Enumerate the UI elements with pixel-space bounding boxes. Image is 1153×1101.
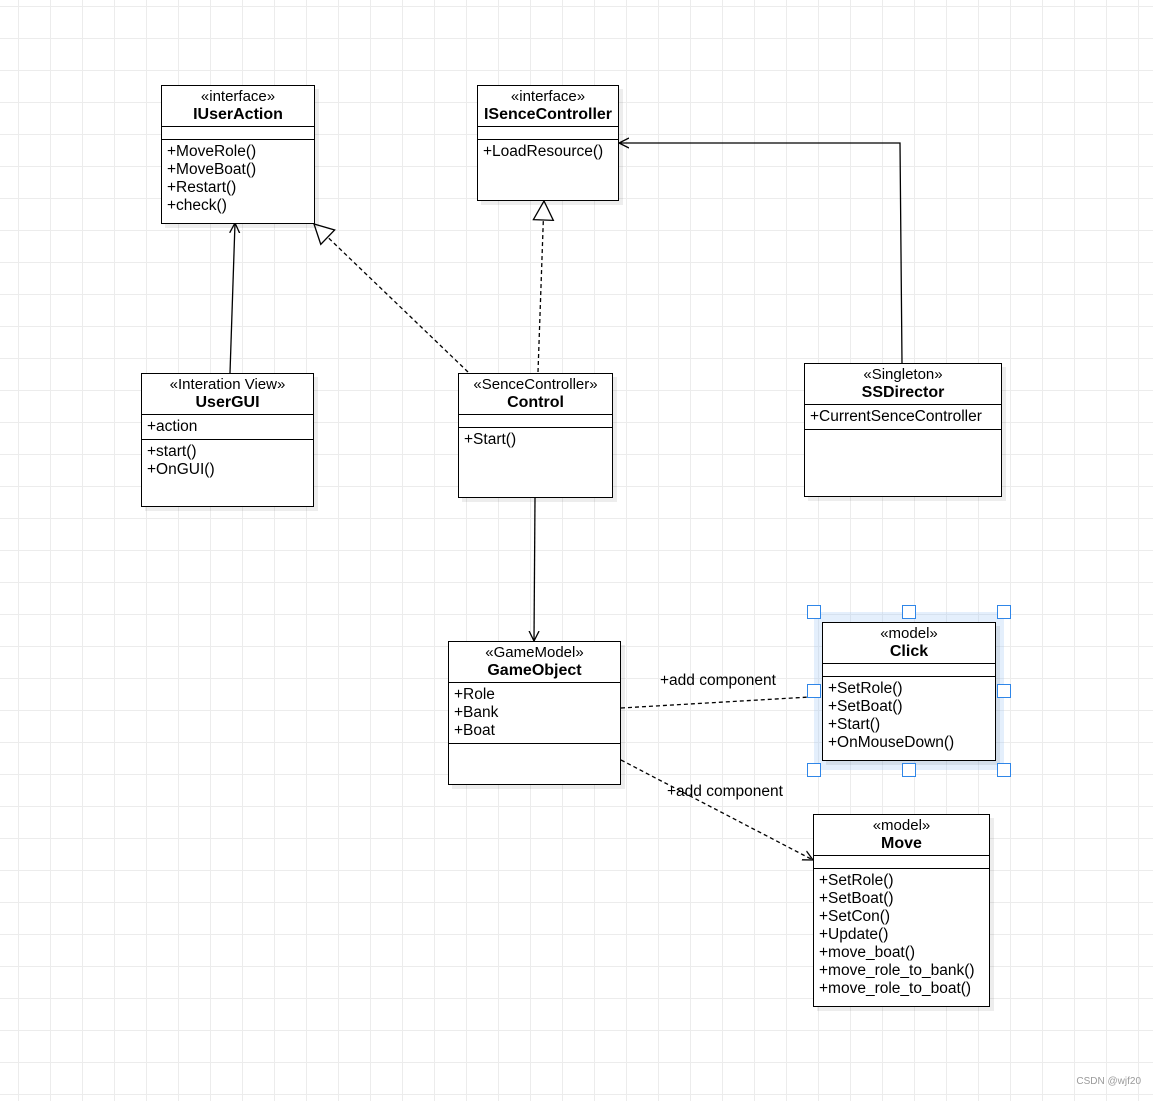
attribute: +action xyxy=(147,418,198,435)
attributes-section: +Role +Bank +Boat xyxy=(449,683,620,744)
class-name: ISenceController xyxy=(483,106,613,123)
methods-section xyxy=(805,430,1001,490)
class-iuseraction[interactable]: «interface» IUserAction +MoveRole() +Mov… xyxy=(161,85,315,224)
gameobject-to-click-dependency xyxy=(620,696,811,709)
resize-handle-top-left[interactable] xyxy=(807,605,821,619)
method: +SetRole() xyxy=(828,680,903,697)
watermark: CSDN @wjf20 xyxy=(1076,1076,1141,1087)
gameobject-to-move-dependency xyxy=(620,759,813,860)
stereotype-label: «SenceController» xyxy=(473,376,598,393)
attributes-section xyxy=(162,127,314,140)
class-name: GameObject xyxy=(487,662,582,679)
class-gameobject[interactable]: «GameModel» GameObject +Role +Bank +Boat xyxy=(448,641,621,785)
method: +Start() xyxy=(828,716,881,733)
methods-section: +SetRole() +SetBoat() +Start() +OnMouseD… xyxy=(823,677,995,755)
stereotype-label: «Singleton» xyxy=(863,366,943,383)
methods-section: +SetRole() +SetBoat() +SetCon() +Update(… xyxy=(814,869,989,1001)
ssdirector-to-isencecontroller-association xyxy=(619,143,903,364)
attributes-section xyxy=(478,127,618,140)
attributes-section xyxy=(823,664,995,677)
class-header: «GameModel» GameObject xyxy=(449,642,620,683)
class-isencecontroller[interactable]: «interface» ISenceController +LoadResour… xyxy=(477,85,619,201)
attribute: +Bank xyxy=(454,704,499,721)
control-to-gameobject-association xyxy=(534,497,535,641)
method: +OnGUI() xyxy=(147,461,215,478)
class-name: SSDirector xyxy=(861,384,945,401)
stereotype-label: «model» xyxy=(880,625,938,642)
class-header: «Singleton» SSDirector xyxy=(805,364,1001,405)
method: +Update() xyxy=(819,926,889,943)
methods-section: +Start() xyxy=(459,428,612,452)
method: +move_boat() xyxy=(819,944,916,961)
class-header: «model» Move xyxy=(814,815,989,856)
attributes-section: +action xyxy=(142,415,313,440)
class-header: «interface» ISenceController xyxy=(478,86,618,127)
attributes-section xyxy=(814,856,989,869)
stereotype-label: «model» xyxy=(872,817,931,834)
method: +SetBoat() xyxy=(819,890,894,907)
methods-section: +LoadResource() xyxy=(478,140,618,164)
resize-handle-middle-left[interactable] xyxy=(807,684,821,698)
class-name: Click xyxy=(889,643,929,660)
methods-section xyxy=(449,744,620,778)
class-click[interactable]: «model» Click +SetRole() +SetBoat() +Sta… xyxy=(822,622,996,761)
class-header: «SenceController» Control xyxy=(459,374,612,415)
resize-handle-top-center[interactable] xyxy=(902,605,916,619)
control-realizes-isencecontroller xyxy=(538,201,544,373)
class-header: «model» Click xyxy=(823,623,995,664)
method: +SetRole() xyxy=(819,872,894,889)
method: +move_role_to_boat() xyxy=(819,980,972,997)
attribute: +CurrentSenceController xyxy=(810,408,982,425)
method: +SetBoat() xyxy=(828,698,903,715)
stereotype-label: «GameModel» xyxy=(485,644,584,661)
class-name: IUserAction xyxy=(193,106,283,123)
attributes-section: +CurrentSenceController xyxy=(805,405,1001,430)
methods-section: +MoveRole() +MoveBoat() +Restart() +chec… xyxy=(162,140,314,218)
class-name: Move xyxy=(881,835,922,852)
methods-section: +start() +OnGUI() xyxy=(142,440,313,482)
edge-label-add-component-click[interactable]: +add component xyxy=(660,672,776,689)
class-move[interactable]: «model» Move +SetRole() +SetBoat() +SetC… xyxy=(813,814,990,1007)
method: +start() xyxy=(147,443,197,460)
edge-label-add-component-move[interactable]: +add component xyxy=(667,783,783,800)
method: +Restart() xyxy=(167,179,237,196)
resize-handle-bottom-left[interactable] xyxy=(807,763,821,777)
usergui-to-iuseraction-association xyxy=(230,223,235,374)
resize-handle-top-right[interactable] xyxy=(997,605,1011,619)
class-control[interactable]: «SenceController» Control +Start() xyxy=(458,373,613,498)
method: +SetCon() xyxy=(819,908,891,925)
class-name: Control xyxy=(507,394,564,411)
attribute: +Boat xyxy=(454,722,495,739)
class-name: UserGUI xyxy=(195,394,260,411)
class-header: «interface» IUserAction xyxy=(162,86,314,127)
method: +move_role_to_bank() xyxy=(819,962,975,979)
method: +OnMouseDown() xyxy=(828,734,955,751)
class-usergui[interactable]: «Interation View» UserGUI +action +start… xyxy=(141,373,314,507)
class-ssdirector[interactable]: «Singleton» SSDirector +CurrentSenceCont… xyxy=(804,363,1002,497)
class-header: «Interation View» UserGUI xyxy=(142,374,313,415)
method: +check() xyxy=(167,197,227,214)
method: +MoveBoat() xyxy=(167,161,257,178)
method: +Start() xyxy=(464,431,517,448)
stereotype-label: «interface» xyxy=(200,88,276,105)
attributes-section xyxy=(459,415,612,428)
method: +MoveRole() xyxy=(167,143,257,160)
stereotype-label: «Interation View» xyxy=(169,376,286,393)
resize-handle-bottom-center[interactable] xyxy=(902,763,916,777)
stereotype-label: «interface» xyxy=(510,88,586,105)
control-realizes-iuseraction xyxy=(314,224,469,373)
attribute: +Role xyxy=(454,686,495,703)
resize-handle-bottom-right[interactable] xyxy=(997,763,1011,777)
resize-handle-middle-right[interactable] xyxy=(997,684,1011,698)
method: +LoadResource() xyxy=(483,143,604,160)
